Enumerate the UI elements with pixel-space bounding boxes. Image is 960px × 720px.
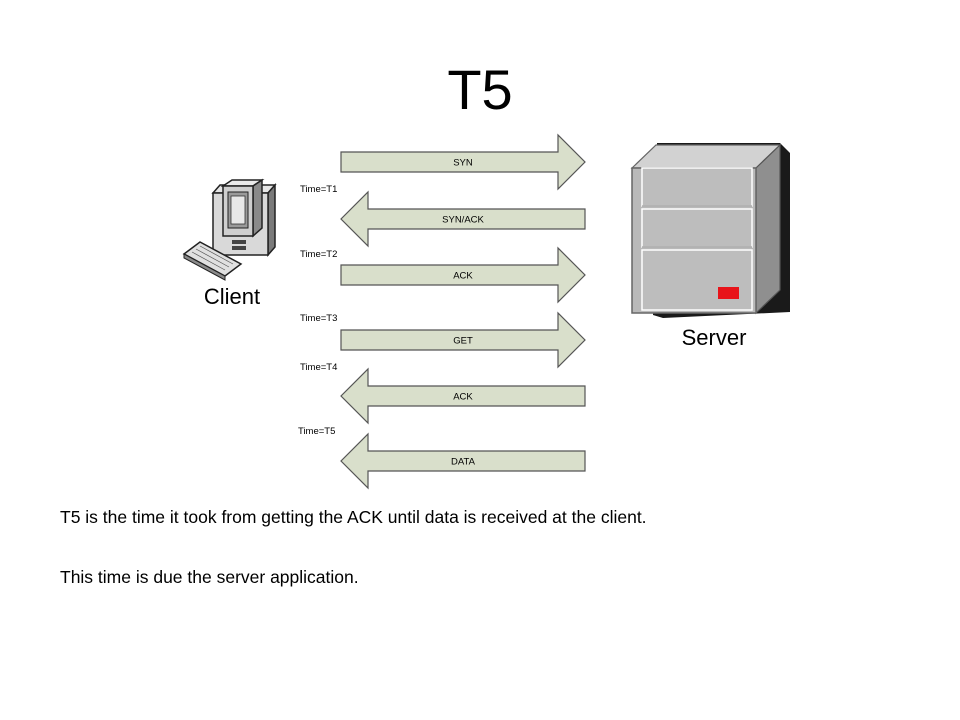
message-arrow-get (340, 311, 586, 369)
time-label-t4: Time=T4 (300, 362, 337, 373)
explanation-text: T5 is the time it took from getting the … (60, 507, 647, 527)
message-arrow-syn-ack (340, 190, 586, 248)
server-indicator-light (718, 287, 739, 299)
client-computer-icon (182, 178, 277, 281)
message-arrow-ack (340, 367, 586, 425)
time-label-t2: Time=T2 (300, 249, 337, 260)
message-label: SYN (453, 158, 473, 169)
message-arrow-syn (340, 133, 586, 191)
message-label: DATA (451, 457, 476, 468)
slide-title: T5 (447, 58, 513, 121)
message-arrow-data (340, 432, 586, 490)
message-label: ACK (453, 271, 473, 282)
message-arrow-ack (340, 246, 586, 304)
time-label-t5: Time=T5 (298, 426, 335, 437)
message-label: GET (453, 336, 473, 347)
message-label: SYN/ACK (442, 215, 484, 226)
client-label: Client (204, 284, 260, 309)
time-label-t3: Time=T3 (300, 313, 337, 324)
message-label: ACK (453, 392, 473, 403)
time-label-t1: Time=T1 (300, 184, 337, 195)
server-label: Server (682, 325, 747, 350)
explanation-note: This time is due the server application. (60, 567, 359, 587)
server-icon (630, 143, 790, 318)
